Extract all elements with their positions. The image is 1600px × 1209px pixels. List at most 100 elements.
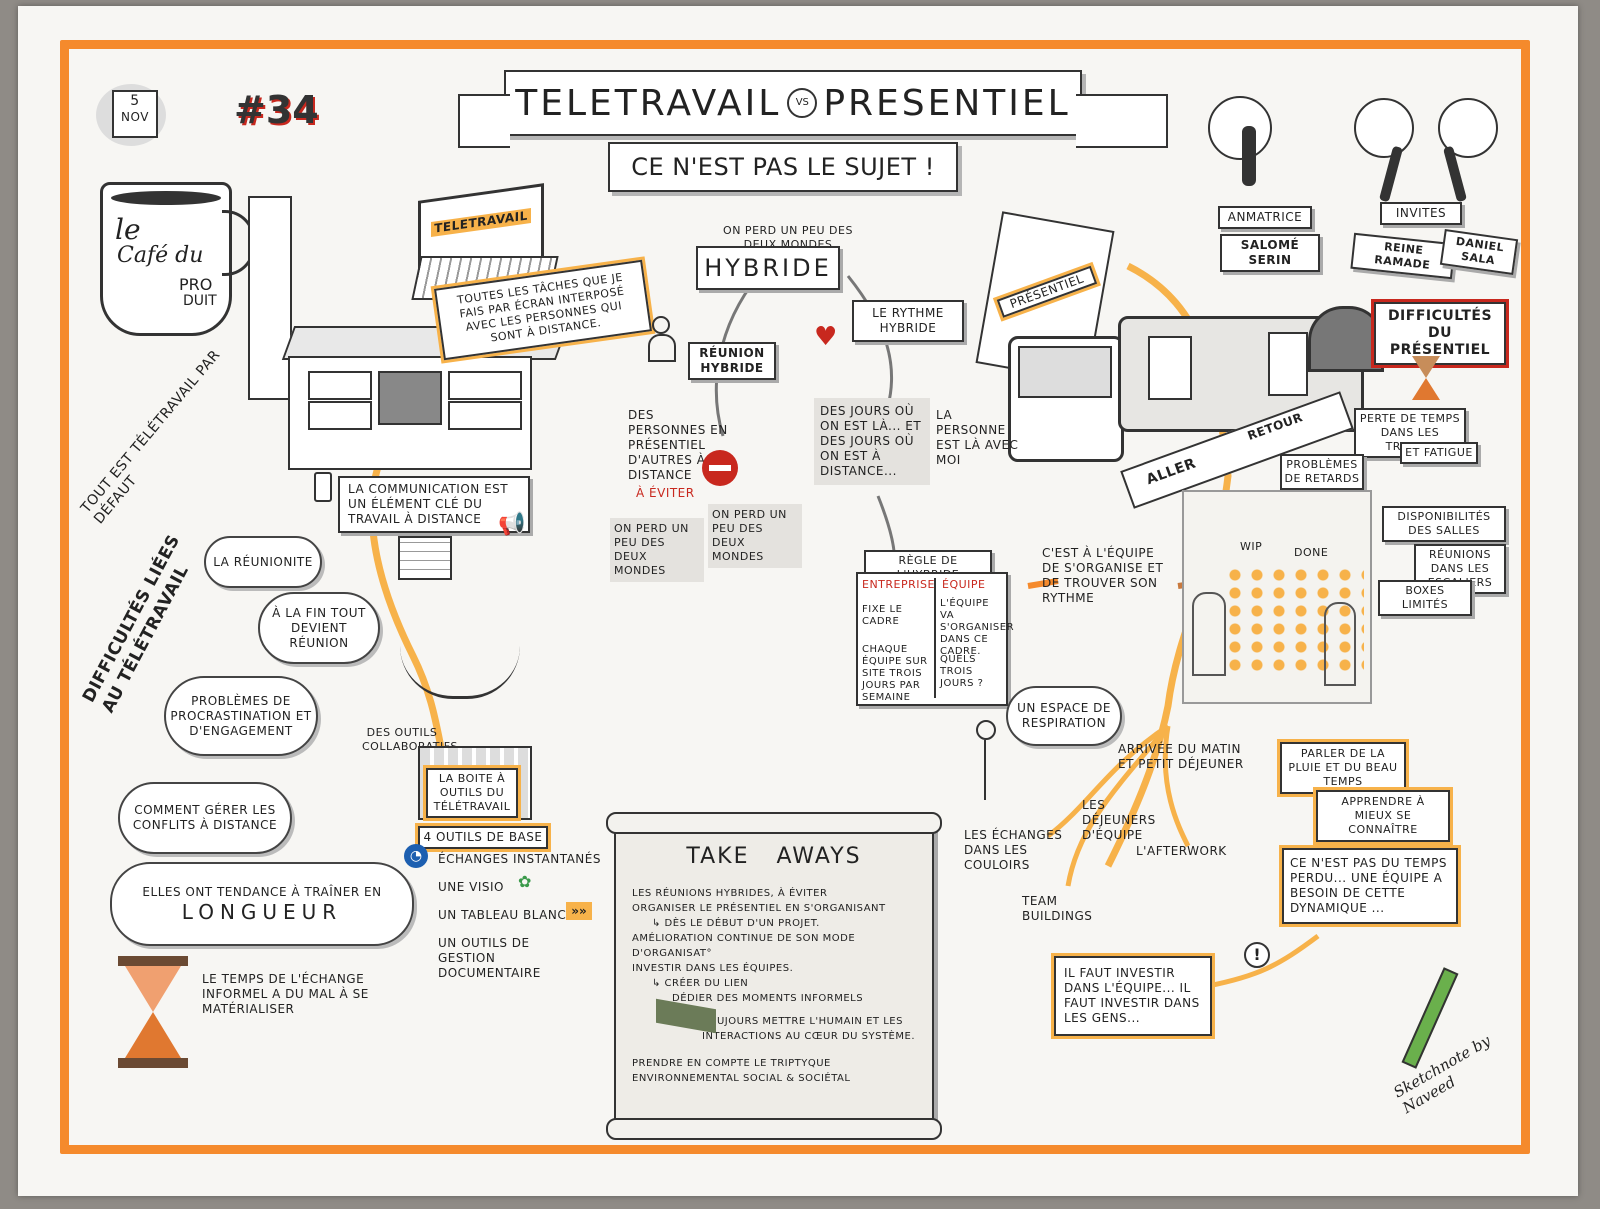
- takeaway-8: TOUJOURS METTRE L'HUMAIN ET LES INTERACT…: [702, 1016, 916, 1042]
- small-hourglass-icon: [1412, 356, 1440, 404]
- respiration-cloud: UN ESPACE DE RESPIRATION: [1006, 686, 1122, 746]
- mieux-note: APPRENDRE À MIEUX SE CONNAÎTRE: [1316, 790, 1450, 842]
- toolbox-label: LA BOITE À OUTILS DU TÉLÉTRAVAIL: [426, 768, 518, 818]
- perdu-note: CE N'EST PAS DU TEMPS PERDU... UNE ÉQUIP…: [1282, 848, 1458, 924]
- scroll-top-roll: [606, 812, 942, 834]
- regle-r2c1: CHAQUE ÉQUIPE SUR SITE TROIS JOURS PAR S…: [862, 644, 928, 703]
- microphone-icon: [1242, 126, 1256, 186]
- subtitle-ribbon: CE N'EST PAS LE SUJET !: [608, 142, 958, 192]
- regle-r1c1: FIXE LE CADRE: [862, 604, 903, 627]
- megaphone-icon: 📢: [498, 512, 526, 537]
- hammock-icon: [400, 646, 520, 699]
- equipe-rythme-note: C'EST À L'ÉQUIPE DE S'ORGANISE ET DE TRO…: [1042, 546, 1164, 605]
- branch-path-3: [1046, 723, 1170, 838]
- cloud-reunionite: LA RÉUNIONITE: [204, 536, 322, 588]
- mug-line2: Café du: [117, 243, 204, 268]
- echanges-note: LES ÉCHANGES DANS LES COULOIRS: [964, 828, 1063, 872]
- calendar-month: NOV: [121, 110, 149, 124]
- takeaway-2: ORGANISER LE PRÉSENTIEL EN S'ORGANISANT: [632, 903, 886, 914]
- heart-icon: ♥: [814, 322, 838, 352]
- animatrice-label: ANMATRICE: [1218, 206, 1312, 229]
- invite2-avatar: [1438, 98, 1498, 158]
- calendar-icon: 5 NOV: [96, 84, 166, 146]
- sketchnote-sheet: 5 NOV #34 TELETRAVAIL VS PRESENTIEL CE N…: [18, 6, 1578, 1196]
- title-ribbon: TELETRAVAIL VS PRESENTIEL: [504, 70, 1082, 136]
- branch-path-2: [1162, 725, 1191, 848]
- kanban-board: WIP DONE: [1182, 490, 1372, 704]
- mug-line1: le: [115, 213, 141, 246]
- tool-1: ÉCHANGES INSTANTANÉS: [438, 852, 601, 866]
- cloud-longueur: ELLES ONT TENDANCE À TRAÎNER EN LONGUEUR: [110, 862, 414, 946]
- perd-left-note: ON PERD UN PEU DES DEUX MONDES: [610, 518, 704, 582]
- takeaway-3: ↳ DÈS LE DÉBUT D'UN PROJET.: [652, 918, 820, 929]
- coffee-mug: le Café du PRO DUIT: [100, 182, 232, 336]
- subtitle: CE N'EST PAS LE SUJET !: [631, 153, 935, 181]
- takeaway-4: AMÉLIORATION CONTINUE DE SON MODE D'ORGA…: [632, 933, 856, 959]
- takeaway-9: PRENDRE EN COMPTE LE TRIPTYQUE ENVIRONNE…: [632, 1058, 851, 1084]
- regle-col2: ÉQUIPE: [942, 578, 986, 591]
- tool-3: UN TABLEAU BLANC: [438, 908, 567, 922]
- takeaways-scroll: TAKE AWAYS LES RÉUNIONS HYBRIDES, À ÉVIT…: [614, 822, 934, 1130]
- title-vs: VS: [787, 88, 818, 118]
- aller-label: ALLER: [1144, 455, 1199, 489]
- people-icon: [648, 316, 688, 376]
- laptop-label: TELETRAVAIL: [431, 207, 531, 238]
- cloud-longueur-line1: ELLES ONT TENDANCE À TRAÎNER EN: [142, 884, 382, 899]
- takeaway-1: LES RÉUNIONS HYBRIDES, À ÉVITER: [632, 888, 828, 899]
- investir-note: IL FAUT INVESTIR DANS L'ÉQUIPE... IL FAU…: [1054, 956, 1212, 1036]
- personnes-note: DES PERSONNES EN PRÉSENTIEL D'AUTRES À D…: [628, 408, 728, 482]
- invites-label: INVITES: [1380, 202, 1462, 225]
- pluie-note: PARLER DE LA PLUIE ET DU BEAU TEMPS: [1280, 742, 1406, 794]
- person-at-board-1: [1192, 592, 1226, 676]
- invite1-avatar: [1354, 98, 1414, 158]
- hourglass-note: LE TEMPS DE L'ÉCHANGE INFORMEL A DU MAL …: [202, 972, 369, 1016]
- animatrice-name: SALOMÉ SERIN: [1220, 234, 1320, 272]
- regle-r1c2: L'ÉQUIPE VA S'ORGANISER DANS CE CADRE.: [940, 598, 1015, 657]
- difficultes-presentiel: DIFFICULTÉS DU PRÉSENTIEL: [1374, 302, 1506, 365]
- ribbon-tail-left: [458, 94, 510, 148]
- hourglass-icon: [118, 956, 188, 1072]
- personne-note: LA PERSONNE EST LÀ AVEC MOI: [936, 408, 1019, 467]
- regle-r2c2: QUELS TROIS JOURS ?: [940, 654, 984, 689]
- salles-note: DISPONIBILITÉS DES SALLES: [1382, 506, 1506, 542]
- no-entry-icon: [702, 450, 738, 486]
- arrow-equipe: [1027, 578, 1059, 589]
- cloud-conflits: COMMENT GÉRER LES CONFLITS À DISTANCE: [118, 782, 292, 854]
- reunion-hybride-label: RÉUNION HYBRIDE: [688, 342, 776, 380]
- tool-4: UN OUTILS DE GESTION DOCUMENTAIRE: [438, 936, 541, 980]
- arrivee-note: ARRIVÉE DU MATIN ET PETIT DÉJEUNER: [1118, 742, 1244, 771]
- afterwork-note: L'AFTERWORK: [1136, 844, 1227, 858]
- cloud-longueur-line2: LONGUEUR: [181, 899, 343, 924]
- fatigue-note: ET FATIGUE: [1400, 442, 1478, 464]
- whiteboard-icon: »»: [566, 902, 592, 920]
- tool-2: UNE VISIO: [438, 880, 505, 894]
- done-label: DONE: [1294, 546, 1329, 559]
- instant-messaging-icon: ◔: [404, 844, 428, 868]
- takeaway-5: INVESTIR DANS LES ÉQUIPES.: [632, 963, 794, 974]
- exclamation-icon: !: [1244, 942, 1270, 968]
- cloud-reunion: À LA FIN TOUT DEVIENT RÉUNION: [258, 592, 380, 664]
- retards-note: PROBLÈMES DE RETARDS: [1280, 454, 1364, 490]
- boxes-note: BOXES LIMITÉS: [1378, 580, 1472, 616]
- mug-line3: PRO: [179, 275, 213, 294]
- title-left: TELETRAVAIL: [515, 82, 782, 124]
- title-right: PRESENTIEL: [823, 82, 1071, 124]
- takeaway-6: ↳ CRÉER DU LIEN: [652, 978, 749, 989]
- regle-table: ENTREPRISE ÉQUIPE FIXE LE CADRE L'ÉQUIPE…: [856, 572, 1015, 706]
- eviter-label: À ÉVITER: [636, 486, 695, 500]
- perd-right-note: ON PERD UN PEU DES DEUX MONDES: [708, 504, 802, 568]
- person-stretching-icon: [962, 720, 1002, 830]
- sticky-notes: [1224, 566, 1364, 676]
- phone-icon: [314, 472, 332, 502]
- visio-icon: ✿: [518, 872, 532, 891]
- hybride-box: HYBRIDE: [696, 246, 840, 290]
- branch-path-1: [1065, 724, 1170, 887]
- takeaways-list: LES RÉUNIONS HYBRIDES, À ÉVITER ORGANISE…: [632, 886, 922, 1086]
- dejeuners-note: LES DÉJEUNERS D'ÉQUIPE: [1082, 798, 1156, 842]
- team-buildings-note: TEAM BUILDINGS: [1022, 894, 1093, 923]
- person-at-board-2: [1324, 602, 1356, 686]
- mug-line4: DUIT: [183, 293, 217, 309]
- tools-title: 4 OUTILS DE BASE: [418, 826, 548, 849]
- jours-note: DES JOURS OÙ ON EST LÀ... ET DES JOURS O…: [814, 398, 930, 485]
- regle-col1: ENTREPRISE: [862, 578, 935, 591]
